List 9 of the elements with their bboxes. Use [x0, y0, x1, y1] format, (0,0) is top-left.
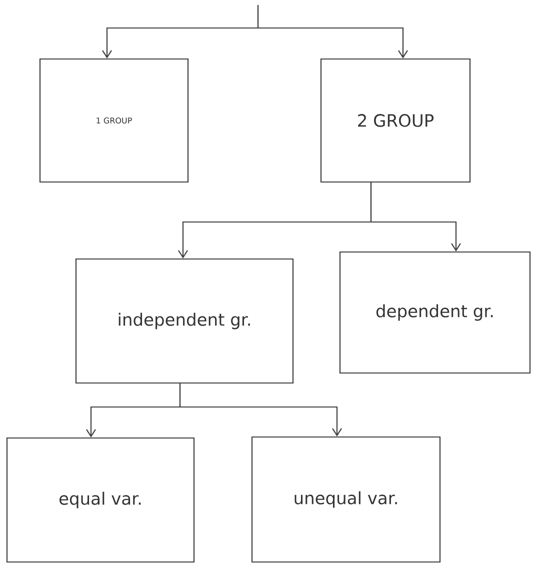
arrow — [179, 384, 342, 436]
process-box: dependent gr. — [339, 251, 531, 374]
arrow — [257, 5, 408, 58]
process-box: independent gr. — [75, 258, 294, 384]
process-box: equal var. — [6, 437, 195, 563]
process-box: unequal var. — [251, 436, 441, 563]
process-box: 2 GROUP — [320, 58, 471, 183]
arrow — [370, 182, 461, 252]
process-box: 1 GROUP — [39, 58, 189, 183]
